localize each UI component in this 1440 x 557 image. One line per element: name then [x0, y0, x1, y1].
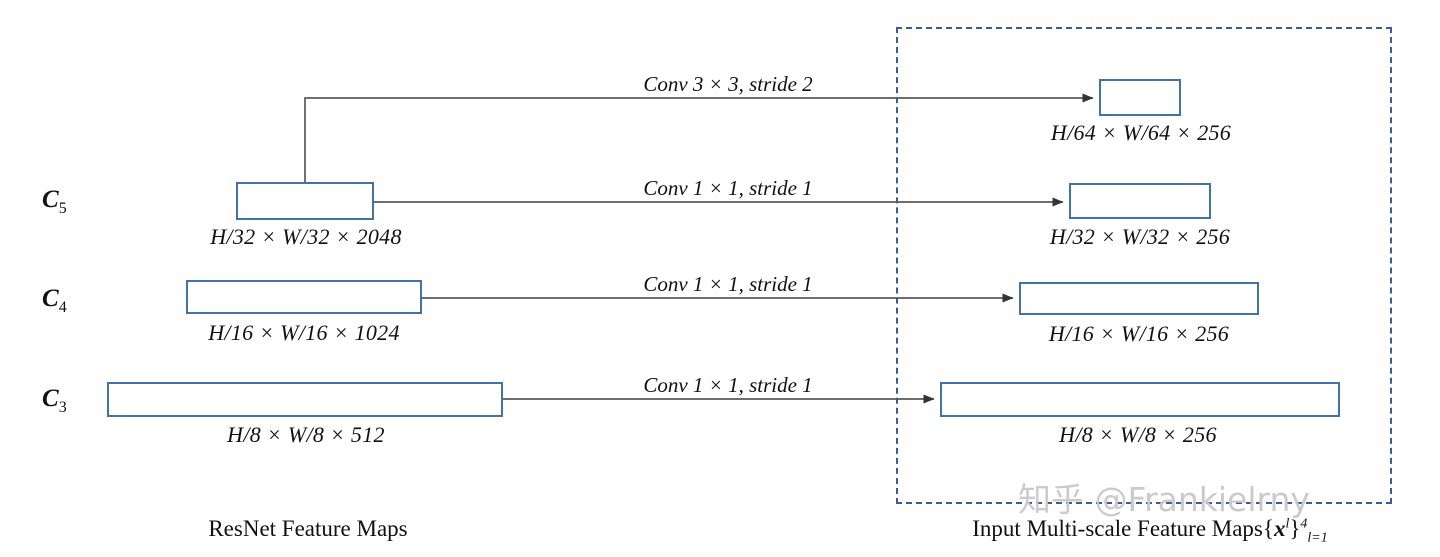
dim-label-c3: H/8 × W/8 × 512 — [227, 422, 385, 447]
input-feature-map-level4 — [1099, 79, 1181, 116]
caption-right-var: x — [1273, 516, 1286, 541]
input-feature-map-level3 — [1069, 183, 1211, 219]
resnet-feature-map-c3 — [107, 382, 503, 417]
conv-label-c3-to-p3: Conv 1 × 1, stride 1 — [643, 373, 813, 397]
caption-input-multiscale-feature-maps: Input Multi-scale Feature Maps{xl}4l=1 — [922, 516, 1378, 547]
stage-label-c4-name: C — [42, 285, 59, 312]
conv-label-c5-to-p6: Conv 3 × 3, stride 2 — [643, 72, 813, 96]
conv-label-c5-to-p5: Conv 1 × 1, stride 1 — [643, 176, 813, 200]
wire-c5-to-p6 — [304, 93, 1094, 183]
caption-right-sup-inner: l — [1285, 516, 1290, 532]
dim-label-output-h32: H/32 × W/32 × 256 — [1049, 224, 1231, 249]
stage-label-c4-index: 4 — [58, 299, 67, 316]
caption-resnet-feature-maps: ResNet Feature Maps — [208, 516, 408, 541]
caption-right-text: Input Multi-scale Feature Maps — [972, 516, 1263, 541]
stage-label-c4: C4 — [42, 285, 67, 317]
stage-label-c5-name: C — [42, 186, 59, 213]
caption-right-sub: l=1 — [1307, 530, 1328, 546]
stage-label-c3-index: 3 — [58, 399, 67, 416]
conv-label-c4-to-p4: Conv 1 × 1, stride 1 — [643, 272, 813, 296]
input-multiscale-group-box — [896, 27, 1392, 504]
dim-label-c4: H/16 × W/16 × 1024 — [208, 320, 400, 345]
watermark-zhihu: 知乎 @Frankielrny — [1018, 480, 1310, 519]
resnet-feature-map-c4 — [186, 280, 422, 314]
input-feature-map-level2 — [1019, 282, 1259, 315]
stage-label-c5: C5 — [42, 186, 67, 218]
dim-label-output-h8: H/8 × W/8 × 256 — [1059, 422, 1217, 447]
stage-label-c5-index: 5 — [58, 200, 67, 217]
dim-label-output-h16: H/16 × W/16 × 256 — [1048, 321, 1230, 346]
dim-label-c5: H/32 × W/32 × 2048 — [210, 224, 402, 249]
stage-label-c3-name: C — [42, 385, 59, 412]
input-feature-map-level1 — [940, 382, 1340, 417]
resnet-feature-map-c5 — [236, 182, 374, 220]
stage-label-c3: C3 — [42, 385, 67, 417]
dim-label-output-h64: H/64 × W/64 × 256 — [1050, 120, 1232, 145]
caption-right-math: {xl}4l=1 — [1262, 516, 1328, 546]
caption-right-sup-outer: 4 — [1300, 516, 1308, 532]
